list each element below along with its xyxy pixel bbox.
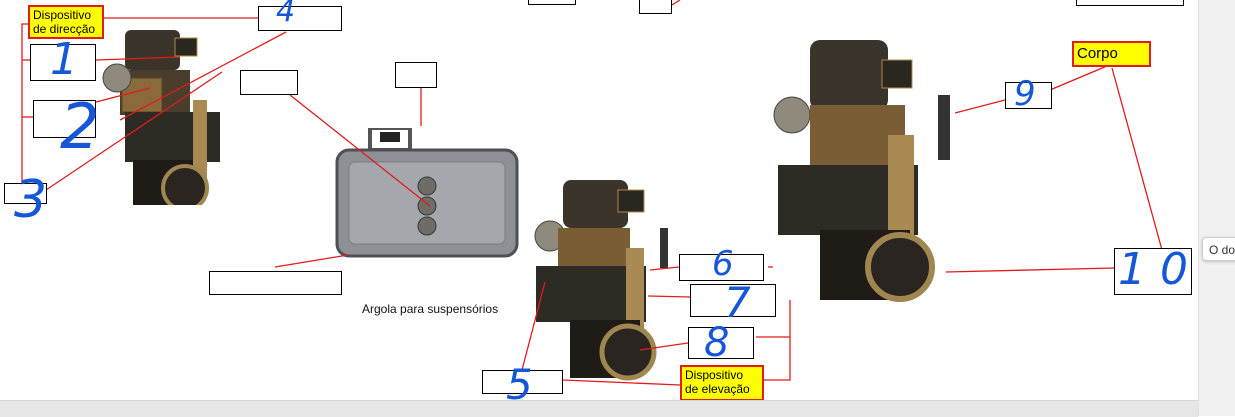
sight-photo-small [95,20,220,205]
horizontal-scrollbar[interactable] [0,400,1198,417]
label-text: Dispositivo de direcção [33,8,96,36]
answer-box-argola-handle[interactable] [240,70,298,95]
tooltip: O do [1202,237,1235,261]
answer-box-9[interactable] [1005,82,1052,109]
answer-box-8[interactable] [688,327,754,359]
answer-box-case-bottom[interactable] [209,271,342,295]
sight-photo-middle [534,180,668,381]
answer-box-2[interactable] [33,100,96,138]
connector-lines [21,0,1163,386]
label-corpo: Corpo [1072,41,1151,67]
answer-box-top-1[interactable] [528,0,576,5]
answer-box-1[interactable] [30,44,96,81]
answer-box-3[interactable] [4,183,47,204]
label-text: Dispositivo de elevação [685,368,750,396]
answer-box-top-3[interactable] [1076,0,1184,6]
answer-box-6[interactable] [679,254,764,281]
label-argola: Argola para suspensórios [362,302,498,316]
label-dispositivo-direccao: Dispositivo de direcção [28,5,104,39]
answer-box-case-top[interactable] [395,62,437,88]
answer-box-4[interactable] [258,6,342,31]
sight-photo-large [773,40,950,302]
label-text: Corpo [1077,45,1118,62]
label-dispositivo-elevacao: Dispositivo de elevação [680,365,764,400]
scroll-gutter[interactable] [1198,0,1235,416]
answer-box-5[interactable] [482,370,563,394]
answer-box-top-2[interactable] [639,0,672,14]
label-text: Argola para suspensórios [362,302,499,316]
diagram-canvas: Dispositivo de direcção Corpo Dispositiv… [4,0,1192,400]
answer-box-7[interactable] [690,284,776,317]
answer-box-10[interactable] [1114,248,1192,295]
